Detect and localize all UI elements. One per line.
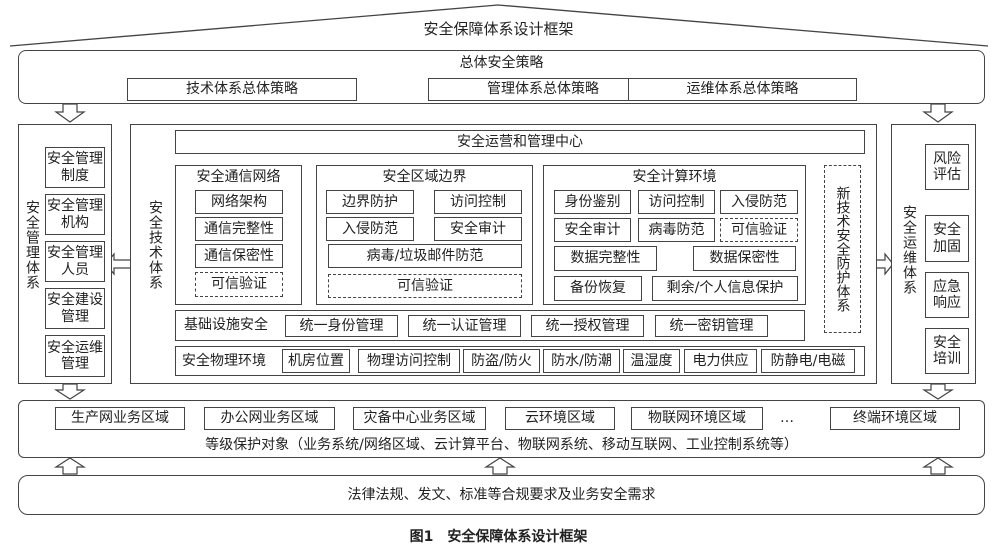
zone-item: 终端环境区域 [830,407,960,430]
infra-item: 统一认证管理 [408,315,521,337]
down-arrow-left-bottom [53,383,87,400]
down-arrow-left-top [54,103,86,123]
policy-mgmt: 管理体系总体策略 [428,78,658,101]
physical-item: 温湿度 [623,349,680,373]
compliance-basis-box: 法律法规、发文、标准等合规要求及业务安全需求 [18,475,985,515]
boundary-item: 病毒/垃圾邮件防范 [328,244,522,268]
down-arrow-right-top [922,103,954,123]
zone-item: 物联网环境区域 [631,407,763,430]
mgmt-system-title: 安全管理体系 [24,200,40,290]
zone-ellipsis: … [780,410,794,427]
policy-tech: 技术体系总体策略 [127,78,357,101]
figure-caption: 图1 安全保障体系设计框架 [409,529,588,545]
zone-item: 云环境区域 [505,407,615,430]
down-arrow-right-bottom [921,383,955,400]
roof-outline [9,4,989,47]
physical-item: 电力供应 [684,349,757,373]
infra-item: 统一身份管理 [285,315,398,337]
ops-item: 应急响应 [925,272,969,318]
boundary-title: 安全区域边界 [382,169,467,185]
zone-item: 灾备中心业务区域 [353,407,486,430]
mgmt-item: 安全运维管理 [45,335,105,377]
ops-mgmt-center: 安全运营和管理中心 [175,130,865,154]
infra-item: 统一密钥管理 [655,315,768,337]
physical-item: 防静电/电磁 [761,349,855,373]
mgmt-item: 安全管理机构 [45,194,105,235]
zone-item: 生产网业务区域 [55,407,185,430]
boundary-item: 边界防护 [326,190,414,214]
new-tech-box: 新技术安全防护体系 [824,165,861,333]
compute-item: 安全审计 [554,218,631,242]
protected-objects-caption: 等级保护对象（业务系统/网络区域、云计算平台、物联网系统、移动互联网、工业控制系… [205,436,798,453]
mgmt-item: 安全管理人员 [45,241,105,282]
ops-item: 安全培训 [925,328,969,374]
physical-item: 物理访问控制 [358,349,460,373]
network-item: 通信保密性 [195,244,283,268]
physical-item: 机房位置 [282,349,350,373]
compute-item: 入侵防范 [720,190,798,214]
policy-ops: 运维体系总体策略 [628,78,857,101]
network-item-trusted: 可信验证 [195,272,283,297]
ops-system-title: 安全运维体系 [901,205,917,295]
up-arrow-center [483,457,517,475]
new-tech-title: 新技术安全防护体系 [834,186,851,312]
compute-item: 访问控制 [638,190,715,214]
overall-policy-title: 总体安全策略 [459,55,544,71]
compute-item: 数据完整性 [554,246,657,271]
compute-item: 病毒防范 [638,218,715,242]
compute-item: 数据保密性 [693,246,796,271]
compute-item: 身份鉴别 [554,190,631,214]
mgmt-item: 安全管理制度 [45,147,105,188]
compute-title: 安全计算环境 [632,169,717,185]
ops-item: 安全加固 [925,215,969,262]
compute-item-trusted: 可信验证 [720,218,798,242]
ops-item: 风险评估 [925,144,969,190]
boundary-item-trusted: 可信验证 [328,274,522,298]
up-arrow-left [53,457,87,475]
network-item: 通信完整性 [195,217,283,241]
mgmt-item: 安全建设管理 [45,288,105,329]
compute-item: 剩余/个人信息保护 [652,276,798,301]
network-item: 网络架构 [195,190,283,214]
zone-item: 办公网业务区域 [204,407,335,430]
up-arrow-right [921,457,955,475]
physical-item: 防盗/防火 [463,349,540,373]
compute-item: 备份恢复 [554,276,642,301]
physical-item: 防水/防潮 [543,349,620,373]
infra-item: 统一授权管理 [531,315,644,337]
infra-title: 基础设施安全 [184,317,268,334]
network-title: 安全通信网络 [196,169,281,185]
tech-system-title: 安全技术体系 [147,200,163,290]
boundary-item: 入侵防范 [326,217,414,241]
physical-title: 安全物理环境 [182,352,266,369]
boundary-item: 安全审计 [434,217,522,241]
diagram-title: 安全保障体系设计框架 [423,20,574,38]
boundary-item: 访问控制 [434,190,522,214]
